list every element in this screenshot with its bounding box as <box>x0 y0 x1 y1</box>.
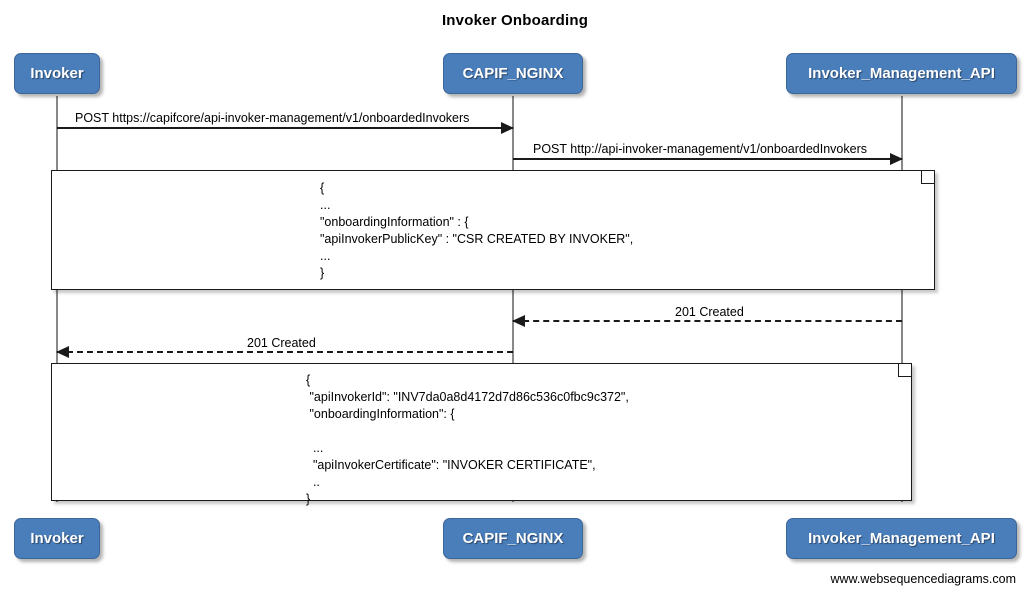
message-4-label: 201 Created <box>244 336 319 350</box>
message-3-label: 201 Created <box>672 305 747 319</box>
arrowhead-right-icon <box>501 122 514 134</box>
actor-label: CAPIF_NGINX <box>462 65 564 82</box>
footer-watermark: www.websequencediagrams.com <box>830 572 1016 586</box>
actor-label: Invoker <box>30 530 84 547</box>
actor-top-invoker-management-api[interactable]: Invoker_Management_API <box>786 53 1017 94</box>
message-3-arrow <box>512 315 902 327</box>
arrowhead-left-icon <box>56 346 69 358</box>
message-line <box>513 158 902 160</box>
message-line <box>57 351 513 353</box>
page-title: Invoker Onboarding <box>441 12 589 29</box>
note-request-body: { ... "onboardingInformation" : { "apiIn… <box>51 170 935 290</box>
lifeline-invoker-management-api <box>901 96 903 502</box>
note-fold-corner-icon <box>898 364 911 377</box>
message-4-arrow <box>56 346 513 358</box>
lifeline-invoker <box>56 96 58 502</box>
actor-bottom-invoker-management-api[interactable]: Invoker_Management_API <box>786 518 1017 559</box>
actor-label: Invoker <box>30 65 84 82</box>
lifeline-capif-nginx <box>512 96 514 502</box>
actor-label: Invoker_Management_API <box>808 65 995 82</box>
actor-label: Invoker_Management_API <box>808 530 995 547</box>
note-response-body: { "apiInvokerId": "INV7da0a8d4172d7d86c5… <box>51 363 912 506</box>
actor-bottom-capif-nginx[interactable]: CAPIF_NGINX <box>443 518 583 559</box>
actor-top-capif-nginx[interactable]: CAPIF_NGINX <box>443 53 583 94</box>
arrowhead-right-icon <box>890 153 903 165</box>
arrowhead-left-icon <box>512 315 525 327</box>
note-response-body-text: { "apiInvokerId": "INV7da0a8d4172d7d86c5… <box>306 373 629 506</box>
actor-label: CAPIF_NGINX <box>462 530 564 547</box>
message-line <box>513 320 902 322</box>
actor-top-invoker[interactable]: Invoker <box>14 53 100 94</box>
note-fold-corner-icon <box>921 171 934 184</box>
message-1-label: POST https://capifcore/api-invoker-manag… <box>72 111 473 125</box>
message-2-label: POST http://api-invoker-management/v1/on… <box>530 142 870 156</box>
message-2-arrow <box>513 153 903 165</box>
message-1-arrow <box>57 122 514 134</box>
message-line <box>57 127 513 129</box>
note-request-body-text: { ... "onboardingInformation" : { "apiIn… <box>320 181 634 280</box>
actor-bottom-invoker[interactable]: Invoker <box>14 518 100 559</box>
